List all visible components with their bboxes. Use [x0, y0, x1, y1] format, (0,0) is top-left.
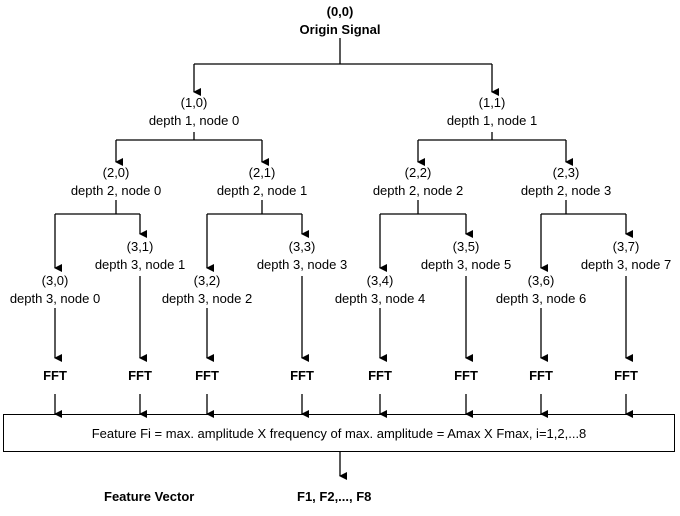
- depth3-node-3: (3,3) depth 3, node 3: [257, 238, 347, 274]
- fft-label-4: FFT: [368, 368, 392, 383]
- node-name: depth 3, node 0: [9, 291, 101, 306]
- node-name: depth 3, node 3: [256, 257, 348, 272]
- feature-vector-label: Feature Vector: [104, 489, 195, 504]
- node-name: depth 3, node 2: [161, 291, 253, 306]
- depth3-node-0: (3,0) depth 3, node 0: [10, 272, 100, 308]
- node-coord: (3,0): [41, 273, 69, 288]
- fft-label-0: FFT: [43, 368, 67, 383]
- node-coord: (2,1): [248, 165, 276, 180]
- node-name: depth 3, node 1: [94, 257, 186, 272]
- node-name: depth 3, node 4: [334, 291, 426, 306]
- node-name: depth 2, node 1: [216, 183, 308, 198]
- depth1-node-1: (1,1) depth 1, node 1: [447, 94, 537, 130]
- node-coord: (3,3): [288, 239, 316, 254]
- root-name: Origin Signal: [299, 22, 381, 37]
- depth2-node-1: (2,1) depth 2, node 1: [217, 164, 307, 200]
- node-name: depth 2, node 3: [520, 183, 612, 198]
- node-name: depth 3, node 5: [420, 257, 512, 272]
- node-coord: (3,6): [527, 273, 555, 288]
- depth3-node-4: (3,4) depth 3, node 4: [335, 272, 425, 308]
- node-name: depth 1, node 0: [148, 113, 240, 128]
- node-coord: (1,1): [478, 95, 506, 110]
- depth3-node-7: (3,7) depth 3, node 7: [581, 238, 671, 274]
- depth2-node-2: (2,2) depth 2, node 2: [373, 164, 463, 200]
- feature-formula-box: Feature Fi = max. amplitude X frequency …: [3, 414, 675, 452]
- node-coord: (2,3): [552, 165, 580, 180]
- depth2-node-0: (2,0) depth 2, node 0: [71, 164, 161, 200]
- depth3-node-6: (3,6) depth 3, node 6: [496, 272, 586, 308]
- node-coord: (3,1): [126, 239, 154, 254]
- feature-formula-text: Feature Fi = max. amplitude X frequency …: [91, 425, 587, 441]
- root-node: (0,0) Origin Signal: [300, 3, 381, 39]
- feature-vector-value: F1, F2,..., F8: [297, 489, 372, 504]
- root-coord: (0,0): [326, 4, 354, 19]
- node-coord: (3,5): [452, 239, 480, 254]
- node-coord: (1,0): [180, 95, 208, 110]
- depth3-node-1: (3,1) depth 3, node 1: [95, 238, 185, 274]
- depth2-node-3: (2,3) depth 2, node 3: [521, 164, 611, 200]
- node-name: depth 3, node 6: [495, 291, 587, 306]
- fft-label-1: FFT: [128, 368, 152, 383]
- node-name: depth 1, node 1: [446, 113, 538, 128]
- node-coord: (3,7): [612, 239, 640, 254]
- node-coord: (2,2): [404, 165, 432, 180]
- node-name: depth 2, node 0: [70, 183, 162, 198]
- node-coord: (2,0): [102, 165, 130, 180]
- depth3-node-2: (3,2) depth 3, node 2: [162, 272, 252, 308]
- node-name: depth 2, node 2: [372, 183, 464, 198]
- fft-label-5: FFT: [454, 368, 478, 383]
- node-coord: (3,4): [366, 273, 394, 288]
- depth1-node-0: (1,0) depth 1, node 0: [149, 94, 239, 130]
- fft-label-6: FFT: [529, 368, 553, 383]
- depth3-node-5: (3,5) depth 3, node 5: [421, 238, 511, 274]
- fft-label-3: FFT: [290, 368, 314, 383]
- node-coord: (3,2): [193, 273, 221, 288]
- fft-label-2: FFT: [195, 368, 219, 383]
- fft-label-7: FFT: [614, 368, 638, 383]
- node-name: depth 3, node 7: [580, 257, 672, 272]
